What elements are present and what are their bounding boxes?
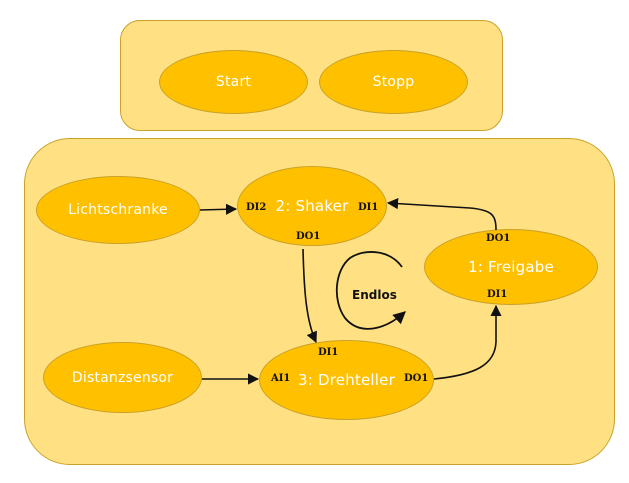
shaker-label: 2: Shaker <box>275 197 349 215</box>
distanzsensor-node[interactable]: Distanzsensor <box>43 342 202 413</box>
shaker-node[interactable]: 2: Shaker <box>237 166 387 246</box>
freigabe-port-bottom: DI1 <box>487 289 508 300</box>
drehteller-node[interactable]: 3: Drehteller <box>259 340 434 420</box>
shaker-port-left: DI2 <box>246 202 267 213</box>
lichtschranke-node[interactable]: Lichtschranke <box>36 176 200 244</box>
shaker-port-right: DI1 <box>358 202 379 213</box>
drehteller-port-right: DO1 <box>404 373 429 384</box>
stopp-label: Stopp <box>372 74 415 90</box>
shaker-port-bottom: DO1 <box>296 231 321 242</box>
drehteller-label: 3: Drehteller <box>298 371 395 389</box>
drehteller-port-top: DI1 <box>318 347 339 358</box>
freigabe-port-top: DO1 <box>486 233 511 244</box>
freigabe-label: 1: Freigabe <box>468 258 554 276</box>
distanzsensor-label: Distanzsensor <box>71 369 174 386</box>
lichtschranke-label: Lichtschranke <box>68 202 168 218</box>
start-node[interactable]: Start <box>159 50 308 114</box>
freigabe-node[interactable]: 1: Freigabe <box>424 229 598 305</box>
endlos-label: Endlos <box>352 288 397 302</box>
stopp-node[interactable]: Stopp <box>319 50 468 114</box>
start-label: Start <box>215 74 252 90</box>
drehteller-port-left: AI1 <box>271 373 291 384</box>
